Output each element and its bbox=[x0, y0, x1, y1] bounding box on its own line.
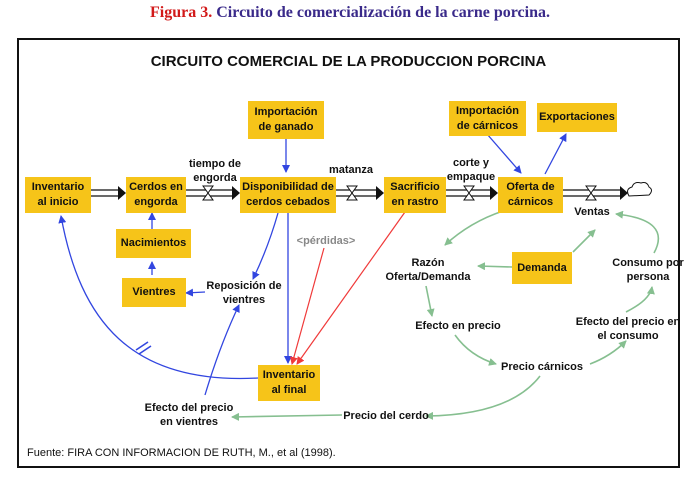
node-exportaciones: Exportaciones bbox=[537, 103, 617, 132]
label-corte-empaque: corte y empaque bbox=[446, 157, 496, 183]
label-perdidas: <pérdidas> bbox=[296, 235, 356, 247]
label-consumo-persona: Consumo por persona bbox=[612, 257, 684, 283]
node-disponibilidad: Disponibilidad de cerdos cebados bbox=[240, 177, 336, 213]
label-efecto-precio: Efecto en precio bbox=[415, 320, 501, 332]
figure-caption-text: Circuito de comercialización de la carne… bbox=[216, 4, 550, 21]
flow-arrowheads bbox=[118, 186, 628, 200]
label-precio-carnicos: Precio cárnicos bbox=[501, 361, 583, 373]
causal-links-blue bbox=[58, 133, 567, 396]
label-razon-oferta-demanda: Razón Oferta/Demanda bbox=[385, 257, 471, 283]
node-demanda: Demanda bbox=[512, 252, 572, 284]
label-tiempo-engorda: tiempo de engorda bbox=[189, 158, 241, 184]
node-oferta-carnicos: Oferta de cárnicos bbox=[498, 177, 563, 213]
label-precio-cerdo: Precio del cerdo bbox=[343, 410, 429, 422]
node-inventario-final: Inventario al final bbox=[258, 365, 320, 401]
figure-caption: Figura 3. Circuito de comercialización d… bbox=[0, 4, 700, 22]
node-importacion-carnicos: Importación de cárnicos bbox=[449, 101, 526, 136]
flow-valves bbox=[202, 185, 597, 201]
loss-links-red bbox=[290, 211, 406, 365]
feedback-links-green bbox=[231, 210, 660, 421]
node-vientres: Vientres bbox=[122, 278, 186, 307]
diagram-title: CIRCUITO COMERCIAL DE LA PRODUCCION PORC… bbox=[150, 53, 547, 70]
node-inventario-inicio: Inventario al inicio bbox=[25, 177, 91, 213]
label-efecto-vientres: Efecto del precio en vientres bbox=[144, 402, 234, 428]
label-efecto-consumo: Efecto del precio en el consumo bbox=[575, 316, 681, 342]
diagram-frame bbox=[17, 38, 680, 468]
node-nacimientos: Nacimientos bbox=[116, 229, 191, 258]
label-reposicion-vientres: Reposición de vientres bbox=[206, 280, 282, 306]
node-importacion-ganado: Importación de ganado bbox=[248, 101, 324, 139]
label-matanza: matanza bbox=[328, 164, 374, 176]
source-note: Fuente: FIRA CON INFORMACION DE RUTH, M.… bbox=[27, 447, 336, 459]
node-cerdos-engorda: Cerdos en engorda bbox=[126, 177, 186, 213]
node-sacrificio: Sacrificio en rastro bbox=[384, 177, 446, 213]
label-ventas: Ventas bbox=[574, 206, 610, 218]
figure-number: Figura 3. bbox=[150, 4, 213, 21]
cloud-sink-icon bbox=[627, 182, 652, 197]
